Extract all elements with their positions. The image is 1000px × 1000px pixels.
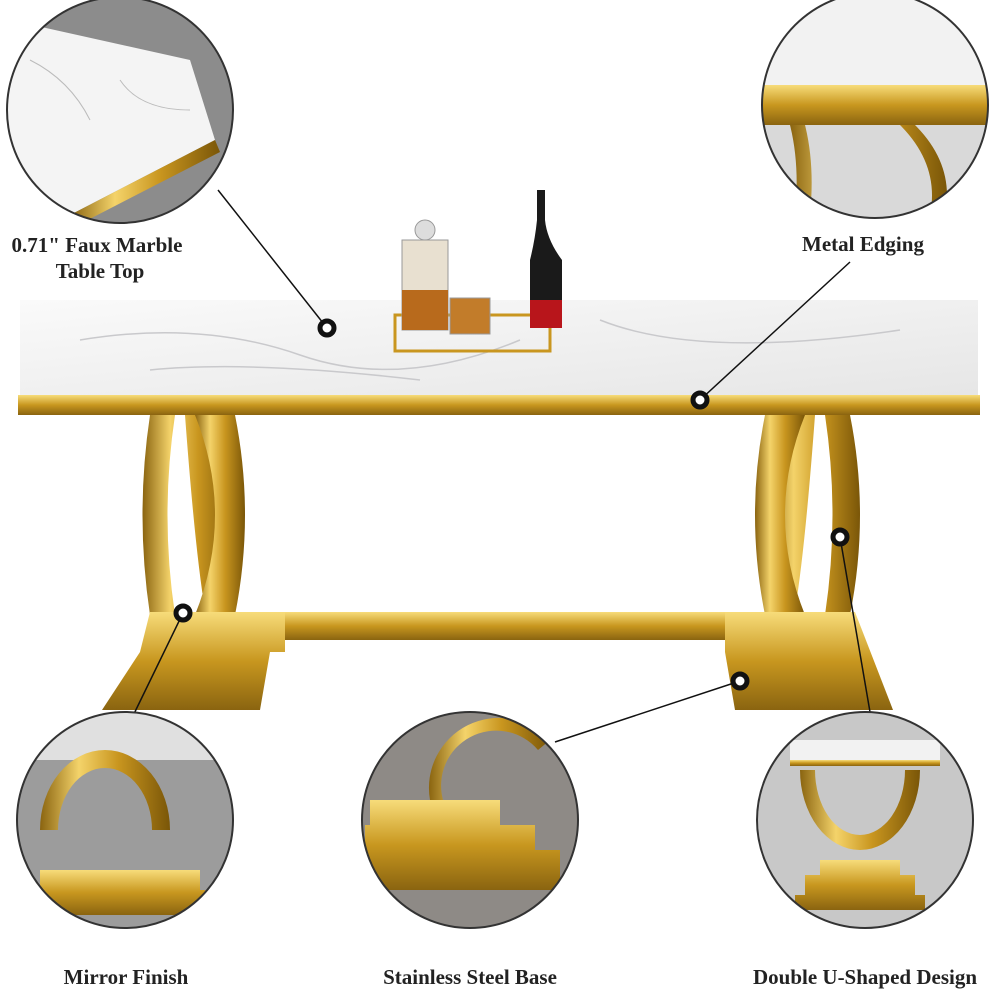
detail-stainless-steel-base: [362, 712, 578, 928]
mirror-finish-label: Mirror Finish: [63, 965, 189, 989]
metal-edging-label: Metal Edging: [802, 232, 924, 256]
callout-lines: [129, 189, 871, 743]
marble-top-callout-dot: [317, 318, 337, 338]
metal-edging-callout-dot: [690, 390, 710, 410]
double-u-callout-dot: [830, 527, 850, 547]
marble-top-label: 0.71" Faux Marble Table Top: [0, 232, 200, 284]
detail-metal-edging: [762, 0, 988, 218]
dining-table: [18, 190, 980, 710]
detail-mirror-finish: [17, 712, 233, 928]
steel-base-callout-dot: [730, 671, 750, 691]
detail-marble-top: [7, 0, 233, 223]
marble-top-label-line1: 0.71" Faux Marble: [11, 233, 183, 257]
detail-double-u: [757, 712, 973, 928]
double-u-label: Double U-Shaped Design: [752, 965, 978, 989]
metal-edging-strip: [18, 395, 980, 415]
stainless-steel-base-label: Stainless Steel Base: [383, 965, 557, 989]
mirror-finish-callout-dot: [173, 603, 193, 623]
marble-top-label-line2: Table Top: [55, 259, 145, 283]
